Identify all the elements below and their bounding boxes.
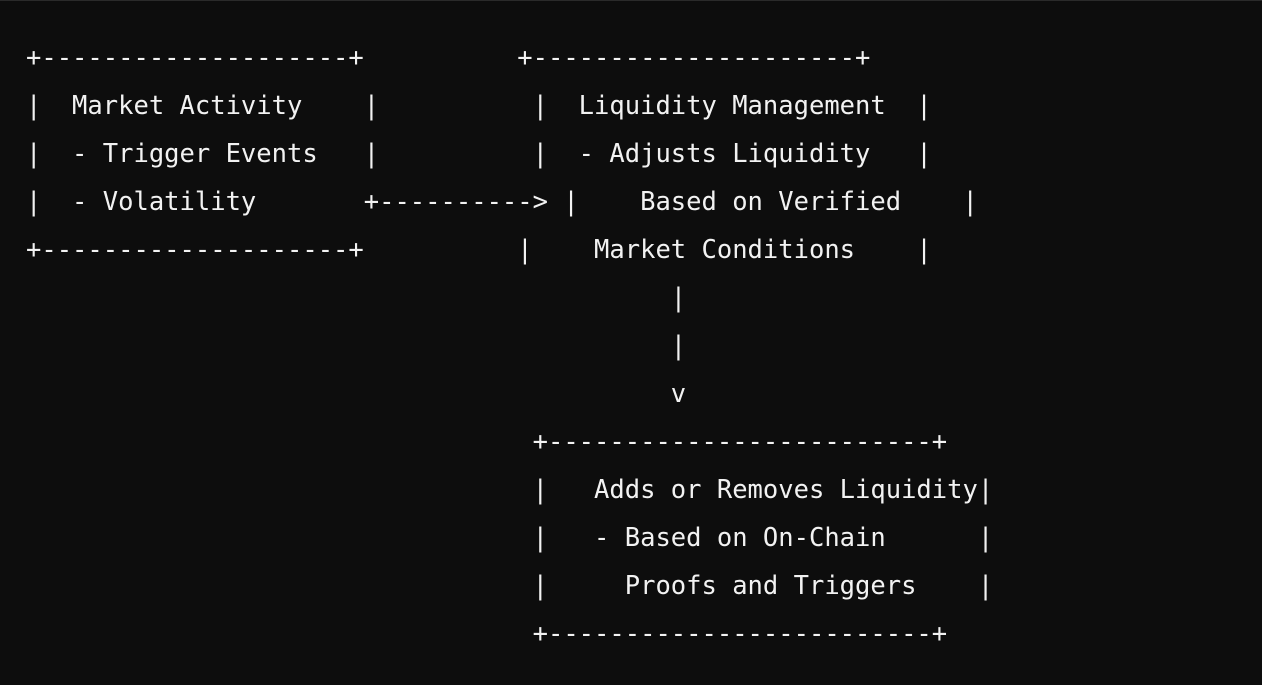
diagram-line-6: | [26, 283, 687, 313]
diagram-line-2: | Market Activity | | Liquidity Manageme… [26, 91, 932, 121]
diagram-line-3: | - Trigger Events | | - Adjusts Liquidi… [26, 139, 932, 169]
diagram-line-9: +-------------------------+ [26, 427, 948, 457]
diagram-line-5: +--------------------+ | Market Conditio… [26, 235, 932, 265]
diagram-line-1: +--------------------+ +----------------… [26, 43, 871, 73]
diagram-line-8: v [26, 379, 687, 409]
diagram-line-12: | Proofs and Triggers | [26, 571, 994, 601]
diagram-line-4: | - Volatility +----------> | Based on V… [26, 187, 978, 217]
ascii-diagram: +--------------------+ +----------------… [26, 34, 993, 658]
diagram-line-10: | Adds or Removes Liquidity| [26, 475, 994, 505]
diagram-line-13: +-------------------------+ [26, 619, 948, 649]
diagram-line-7: | [26, 331, 687, 361]
diagram-line-11: | - Based on On-Chain | [26, 523, 994, 553]
